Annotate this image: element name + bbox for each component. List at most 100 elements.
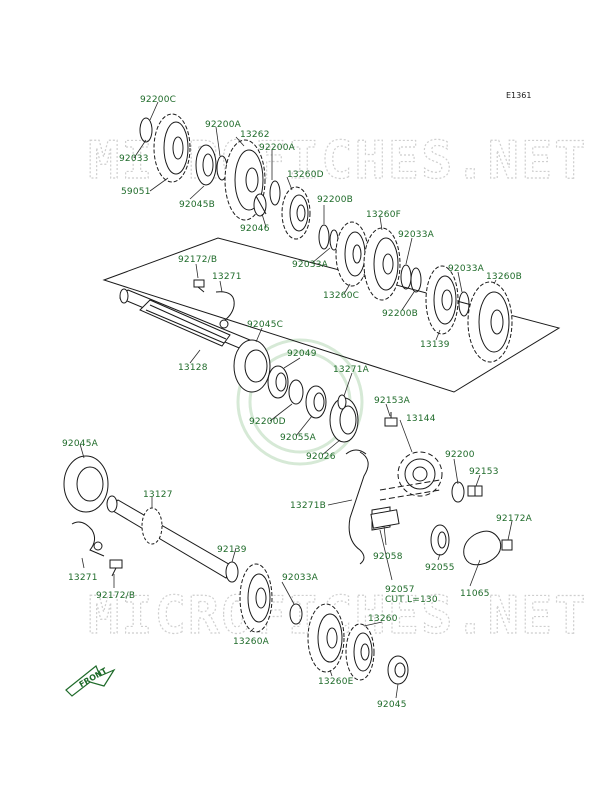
circlip-92200d	[288, 379, 304, 405]
figure-id: E1361	[506, 91, 531, 100]
stopper-13271-lower-hole	[93, 541, 103, 551]
bearing-92045	[387, 655, 409, 685]
oil-seal-92055	[430, 524, 450, 556]
label-92046: 92046	[240, 224, 270, 234]
label-13144: 13144	[406, 414, 436, 424]
watermark: MICROFICHES.NET MICROFICHES.NET	[87, 130, 586, 646]
circlip-92033a-3	[458, 291, 470, 317]
stopper-13271-lower	[71, 521, 105, 557]
drive-chain-92057	[371, 479, 441, 531]
label-92033a-3: 92033A	[448, 264, 485, 274]
label-92045: 92045	[377, 700, 407, 710]
label-92026: 92026	[306, 452, 336, 462]
label-13260: 13260	[368, 614, 398, 624]
label-92172a: 92172A	[496, 514, 533, 524]
washer-92200	[451, 481, 465, 503]
label-92172b-2: 92172/B	[96, 591, 135, 601]
gear-59051	[153, 113, 191, 183]
top-gear-stack	[139, 113, 513, 363]
gear-13260e	[307, 603, 345, 673]
bolt-92153a	[384, 412, 398, 427]
label-92153: 92153	[469, 467, 499, 477]
label-92045c: 92045C	[247, 320, 283, 330]
label-92200d: 92200D	[249, 417, 286, 427]
bearing-92045b	[195, 144, 217, 186]
label-13260d: 13260D	[287, 170, 324, 180]
front-arrow: FRONT	[65, 665, 116, 697]
gear-13260a	[239, 563, 273, 633]
label-92045a: 92045A	[62, 439, 99, 449]
chain-link-92058	[370, 509, 400, 529]
label-92200c: 92200C	[140, 95, 176, 105]
sprocket-13144	[397, 451, 443, 497]
gear-13260f	[363, 227, 401, 301]
label-13260e: 13260E	[318, 677, 354, 687]
bolt-92172a	[501, 539, 513, 551]
circlip-92033a-2	[400, 264, 412, 290]
label-13271-1: 13271	[212, 272, 242, 282]
label-13271a: 13271A	[333, 365, 370, 375]
label-92055: 92055	[425, 563, 455, 573]
gear-13260c	[335, 221, 369, 287]
label-11065: 11065	[460, 589, 490, 599]
bolt-92153	[467, 485, 483, 497]
label-13260f: 13260F	[366, 210, 401, 220]
label-92200a-2: 92200A	[259, 143, 296, 153]
label-92200: 92200	[445, 450, 475, 460]
label-92139: 92139	[217, 545, 247, 555]
label-92058: 92058	[373, 552, 403, 562]
label-13127: 13127	[143, 490, 173, 500]
watermark-logo-circle	[236, 338, 364, 466]
label-92172b-1: 92172/B	[178, 255, 217, 265]
needle-bearing-92046	[253, 193, 267, 217]
input-shaft-13127	[106, 495, 233, 579]
output-shaft-group-frame	[102, 237, 561, 393]
label-13260a: 13260A	[233, 637, 270, 647]
bolt-92172b-lower	[109, 559, 123, 577]
label-92033a-1: 92033A	[398, 230, 435, 240]
washer-92200a-2	[269, 180, 281, 206]
stopper-arm-top	[345, 449, 367, 455]
label-59051: 59051	[121, 187, 151, 197]
bearing-92045a	[63, 455, 109, 513]
cap-11065	[463, 530, 502, 566]
label-92200b-1: 92200B	[317, 195, 353, 205]
stopper-arm-13271b	[348, 451, 369, 565]
circlip-92033a-4	[289, 603, 303, 625]
bolt-92172b-top	[193, 279, 205, 293]
gear-13260b	[467, 281, 513, 363]
label-92033a-2: 92033A	[292, 260, 329, 270]
needle-bearing-92139	[225, 561, 239, 583]
label-92045b: 92045B	[179, 200, 215, 210]
stopper-13271-top	[215, 291, 235, 323]
output-shaft-13128	[119, 288, 251, 351]
collar-92049	[267, 365, 289, 399]
washer-92200b-1	[318, 224, 330, 250]
label-cut-note: CUT L=130	[385, 595, 438, 605]
leader-lines	[79, 101, 513, 699]
label-92055a: 92055A	[280, 433, 317, 443]
label-13271b: 13271B	[290, 501, 326, 511]
bearing-92045c	[233, 339, 271, 393]
gear-13139	[425, 265, 459, 335]
washer-92200b-2	[410, 267, 422, 293]
label-92153a: 92153A	[374, 396, 411, 406]
gear-13260	[345, 623, 375, 681]
label-13260b: 13260B	[486, 272, 522, 282]
gear-13260d	[281, 186, 311, 240]
front-arrow-icon	[65, 665, 116, 697]
circlip-92200c	[139, 117, 153, 143]
label-92057: 92057	[385, 585, 415, 595]
label-13139: 13139	[420, 340, 450, 350]
part-labels: 92200C 92033 59051 92200A 13262 92200A 9…	[62, 95, 533, 710]
label-92033a-4: 92033A	[282, 573, 319, 583]
label-92033: 92033	[119, 154, 149, 164]
label-92049: 92049	[287, 349, 317, 359]
label-13271-2: 13271	[68, 573, 98, 583]
label-92200a-1: 92200A	[205, 120, 242, 130]
label-92200b-2: 92200B	[382, 309, 418, 319]
label-13260c: 13260C	[323, 291, 359, 301]
label-13128: 13128	[178, 363, 208, 373]
